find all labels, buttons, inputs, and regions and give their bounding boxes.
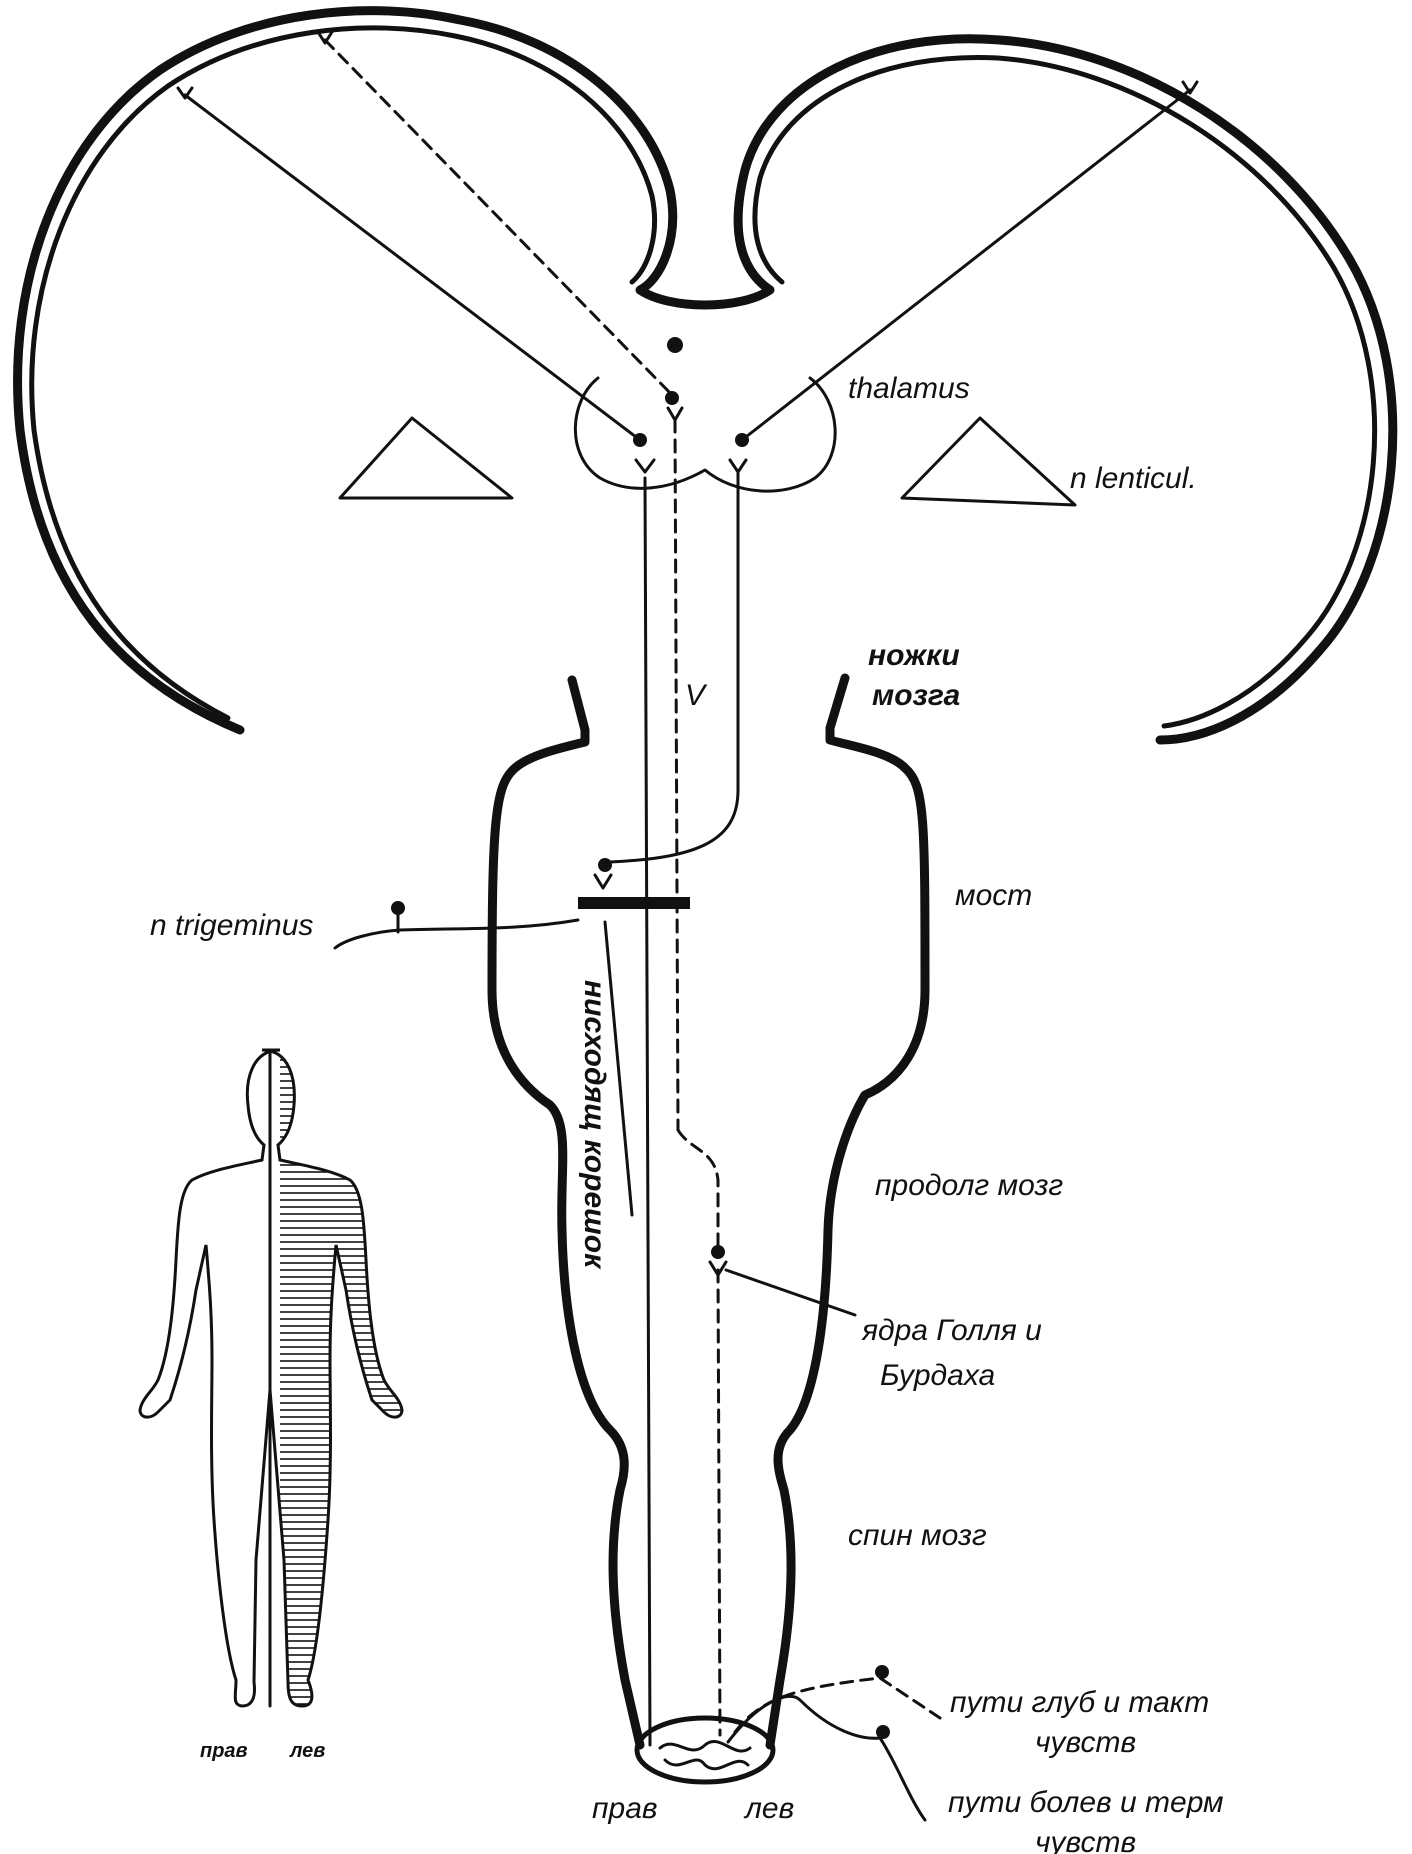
grey-matter bbox=[658, 1740, 752, 1753]
brain-hemispheres bbox=[13, 6, 1398, 745]
nozhki-mozga-label-line1: ножки bbox=[868, 639, 960, 672]
labels: thalamus n lenticul. ножки мозга мост n … bbox=[150, 372, 1224, 1854]
thalamus-label: thalamus bbox=[848, 372, 970, 405]
trigeminal-relay-neuron bbox=[598, 858, 612, 872]
gracile-cuneate-nucleus bbox=[711, 1245, 725, 1259]
bottom-left-side-label: лев bbox=[743, 1792, 794, 1825]
right-hemisphere-inner-edge bbox=[752, 54, 1378, 729]
posterior-column-dashed bbox=[716, 1268, 722, 1737]
roman-five-label: V bbox=[685, 679, 708, 712]
figure-left-side-label: лев bbox=[289, 1740, 325, 1762]
deep-sensation-label-line2: чувств bbox=[1035, 1726, 1136, 1759]
deep-sensation-label-line1: пути глуб и такт bbox=[950, 1686, 1209, 1719]
thalamic-terminal-fork bbox=[634, 458, 656, 474]
dashed-terminal-fork bbox=[316, 30, 334, 45]
cortical-projections bbox=[176, 30, 1199, 474]
pain-sensation-root bbox=[726, 1694, 927, 1822]
ascending-tracts: V bbox=[593, 418, 740, 1747]
right-cerebral-peduncle bbox=[765, 673, 930, 1750]
n-trigeminus-label: n trigeminus bbox=[150, 909, 313, 942]
descending-root-label: нисходящ корешок bbox=[578, 980, 611, 1270]
right-cortical-projection bbox=[740, 88, 1192, 442]
right-lenticular-nucleus bbox=[900, 416, 1077, 507]
bottom-right-side-label: прав bbox=[592, 1792, 658, 1825]
left-terminal-fork bbox=[176, 86, 194, 100]
neuron-body bbox=[735, 433, 749, 447]
medulla-label: продолг мозг bbox=[875, 1169, 1063, 1202]
right-terminal-fork bbox=[1181, 80, 1199, 95]
thalamus bbox=[573, 376, 837, 493]
lenticular-nuclei bbox=[338, 416, 1077, 507]
trigeminal-ganglion bbox=[391, 901, 405, 915]
gracile-fork bbox=[708, 1260, 728, 1277]
trigeminal-nerve-fiber bbox=[333, 918, 580, 950]
nuclei-label-line1: ядра Голля и bbox=[861, 1314, 1042, 1347]
pain-sensation-ganglion bbox=[876, 1725, 890, 1739]
dashed-cortical-projection bbox=[323, 38, 677, 400]
left-lenticular-nucleus bbox=[338, 416, 514, 500]
left-hemisphere-outline bbox=[13, 6, 1398, 745]
medial-lemniscus-dashed bbox=[676, 1128, 720, 1247]
grey-matter bbox=[663, 1758, 750, 1771]
pain-sensation-label-line2: чувств bbox=[1035, 1826, 1136, 1854]
most-label: мост bbox=[955, 879, 1032, 912]
nucleus-pointer-line bbox=[724, 1268, 857, 1317]
pain-temperature-tract bbox=[643, 476, 652, 1747]
deep-sensation-ganglion bbox=[875, 1665, 889, 1679]
descending-root-line bbox=[603, 920, 634, 1217]
trigeminal-ascending-tract bbox=[608, 470, 740, 864]
n-lenticul-label: n lenticul. bbox=[1070, 462, 1197, 495]
thalamus-outline bbox=[573, 376, 837, 493]
medial-lemniscus-dashed bbox=[673, 418, 680, 1132]
left-cortical-projection bbox=[183, 93, 642, 442]
human-figure bbox=[138, 1048, 404, 1708]
trigeminal-fork bbox=[593, 873, 613, 890]
spinal-root-fibers bbox=[724, 1268, 942, 1822]
thalamic-terminal-fork bbox=[728, 458, 748, 474]
spinal-cord-label: спин мозг bbox=[848, 1519, 987, 1552]
figure-right-side-label: прав bbox=[200, 1740, 248, 1762]
neuron-body bbox=[633, 433, 647, 447]
thalamic-terminal-fork bbox=[666, 406, 684, 422]
body-outline bbox=[138, 1048, 404, 1708]
left-cerebral-peduncle bbox=[487, 675, 645, 1750]
deep-sensation-root bbox=[733, 1676, 942, 1734]
neuron-body bbox=[665, 391, 679, 405]
nuclei-label-line2: Бурдаха bbox=[880, 1359, 995, 1392]
trigeminal-nerve bbox=[333, 897, 690, 1217]
left-half-hatching bbox=[280, 1050, 402, 1706]
pain-sensation-label-line1: пути болев и терм bbox=[948, 1786, 1224, 1819]
spinal-cord-cross-section bbox=[634, 1715, 776, 1785]
nozhki-mozga-label-line2: мозга bbox=[872, 679, 960, 712]
left-hemisphere-inner-edge bbox=[29, 25, 658, 721]
neuron-body bbox=[667, 337, 683, 353]
brainstem bbox=[487, 673, 930, 1785]
